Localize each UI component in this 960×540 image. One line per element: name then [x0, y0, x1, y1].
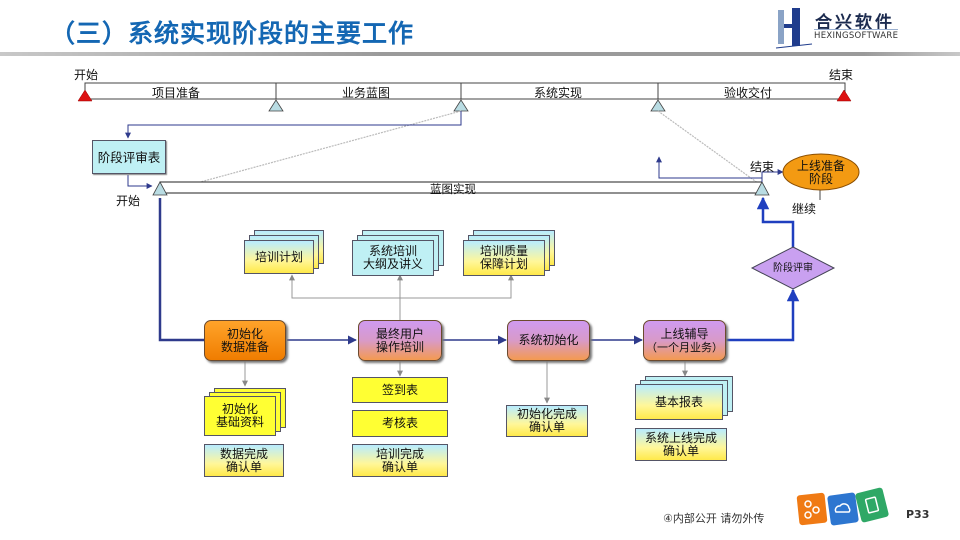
next-phase-line1: 上线准备 — [796, 159, 845, 173]
output-line1: 初始化完成 — [516, 407, 577, 421]
subtimeline-start-label: 开始 — [116, 194, 141, 208]
subtimeline-start-marker — [152, 181, 168, 196]
basic-report-doc: 基本报表 — [635, 384, 723, 420]
phase-label-1: 项目准备 — [152, 86, 201, 100]
init-completion-form: 初始化完成确认单 — [506, 405, 588, 437]
training-quality-doc: 培训质量 保障计划 — [463, 240, 545, 276]
flow-decision-to-end — [756, 196, 795, 247]
milestone-marker-1 — [268, 99, 284, 112]
training-doc-line2: 保障计划 — [479, 257, 528, 271]
continue-label: 继续 — [792, 202, 817, 216]
training-docs-branch — [291, 275, 512, 299]
process-line2: 操作培训 — [375, 339, 424, 354]
process-line1: 初始化 — [226, 326, 263, 341]
connector-end-up — [656, 156, 762, 179]
process-line2: 数据准备 — [220, 339, 269, 354]
decision-label: 阶段评审 — [773, 262, 813, 274]
process-end-user-training: 最终用户操作培训 — [358, 320, 442, 361]
training-doc-label: 培训计划 — [254, 249, 303, 264]
next-phase-line2: 阶段 — [808, 172, 833, 186]
output-line1: 初始化 — [221, 402, 258, 416]
golive-completion-form: 系统上线完成确认单 — [635, 428, 727, 461]
share-icon — [796, 492, 828, 526]
training-completion-form: 培训完成确认单 — [352, 444, 448, 477]
timeline-end-label: 结束 — [829, 68, 854, 82]
cloud-icon — [827, 492, 859, 526]
review-form-label: 阶段评审表 — [97, 149, 161, 165]
company-logo — [774, 6, 946, 50]
training-outline-doc: 系统培训 大纲及讲义 — [352, 240, 434, 276]
output-line2: 基础资料 — [215, 415, 264, 429]
header-divider — [0, 52, 960, 56]
output-line2: 确认单 — [528, 420, 565, 434]
output-line1: 培训完成 — [375, 446, 424, 461]
connector-review-to-start — [127, 175, 153, 189]
main-flow-left — [158, 198, 204, 342]
page-number: P33 — [906, 508, 930, 521]
output-line2: 确认单 — [225, 459, 262, 474]
timeline-start-label: 开始 — [74, 68, 99, 82]
flow-p4-to-decision — [726, 288, 800, 342]
connector-end-to-next — [761, 169, 784, 182]
training-plan-doc: 培训计划 — [244, 240, 314, 274]
footer-cubes-graphic — [796, 487, 889, 526]
process-line1: 上线辅导 — [660, 326, 709, 341]
output-line2: 确认单 — [381, 459, 418, 474]
phase-label-2: 业务蓝图 — [342, 86, 391, 100]
subtimeline-end-label: 结束 — [750, 160, 775, 174]
tablet-icon — [855, 487, 889, 523]
connector-to-review-form — [125, 111, 462, 139]
process-init-data-prep: 初始化数据准备 — [204, 320, 286, 361]
milestone-marker-3 — [650, 99, 666, 112]
logo-text-en: HEXINGSOFTWARE — [814, 29, 899, 41]
process-line1: 最终用户 — [375, 326, 424, 341]
confidentiality-notice: ④内部公开 请勿外传 — [663, 512, 765, 525]
zoom-guide-left — [159, 110, 462, 194]
assessment-form-doc: 考核表 — [352, 410, 448, 437]
phase-label-3: 系统实现 — [534, 86, 583, 100]
process-golive-support: 上线辅导（一个月业务） — [643, 320, 726, 361]
process-line1: 系统初始化 — [518, 333, 579, 347]
output-line1: 签到表 — [381, 382, 418, 397]
zoom-guide-right — [657, 110, 763, 187]
page-title: （三）系统实现阶段的主要工作 — [50, 19, 415, 48]
output-line1: 考核表 — [381, 416, 418, 430]
training-doc-line1: 培训质量 — [479, 244, 528, 258]
training-doc-line2: 大纲及讲义 — [362, 257, 423, 271]
data-completion-form: 数据完成确认单 — [204, 444, 284, 477]
process-system-init: 系统初始化 — [507, 320, 590, 361]
subtimeline-end-marker — [754, 181, 770, 196]
output-line2: 确认单 — [662, 443, 699, 458]
output-line1: 基本报表 — [654, 394, 703, 409]
output-line1: 系统上线完成 — [644, 430, 717, 445]
next-phase-ellipse — [782, 153, 860, 191]
milestone-marker-2 — [453, 99, 469, 112]
logo-h-icon — [775, 8, 813, 49]
logo-text-cn: 合兴软件 — [815, 13, 895, 33]
phase-label-4: 验收交付 — [724, 86, 773, 100]
review-form-doc: 阶段评审表 — [92, 140, 166, 174]
next-phase-node: 上线准备 阶段 — [784, 158, 858, 188]
start-marker — [77, 89, 93, 102]
process-line2: （一个月业务） — [646, 340, 723, 354]
decision-diamond — [750, 246, 836, 290]
training-doc-line1: 系统培训 — [368, 244, 417, 258]
init-base-data-doc: 初始化基础资料 — [204, 396, 276, 436]
output-line1: 数据完成 — [219, 446, 268, 461]
sign-in-sheet-doc: 签到表 — [352, 377, 448, 403]
end-marker — [836, 89, 852, 102]
subtimeline-bar-label: 蓝图实现 — [430, 182, 476, 196]
